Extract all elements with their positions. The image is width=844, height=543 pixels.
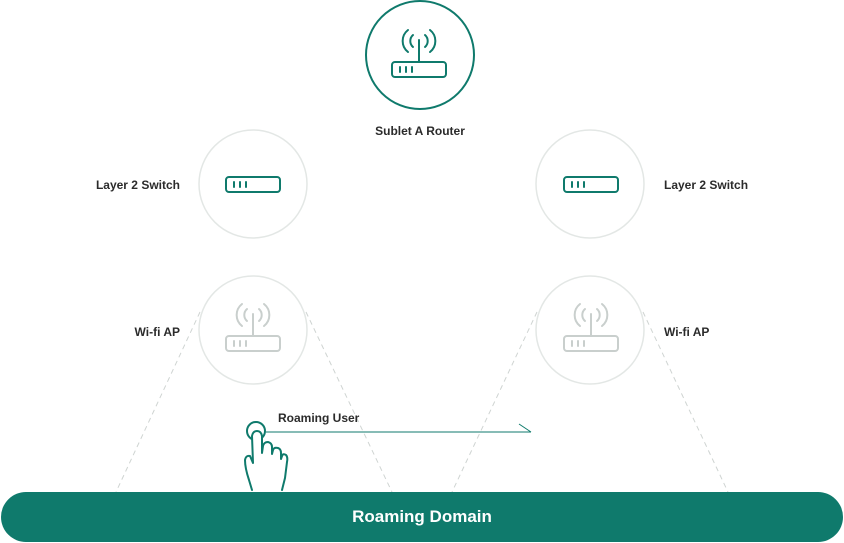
switch-right-node bbox=[535, 129, 645, 239]
roaming-domain-bar: Roaming Domain bbox=[1, 492, 843, 542]
coverage-cone-right bbox=[451, 311, 729, 493]
switch-left-node bbox=[198, 129, 308, 239]
coverage-cone-left bbox=[115, 311, 393, 493]
switch-icon bbox=[563, 176, 619, 193]
switch-left-label: Layer 2 Switch bbox=[95, 178, 180, 192]
ap-right-label: Wi-fi AP bbox=[664, 325, 710, 339]
router-node bbox=[365, 0, 475, 110]
roaming-domain-label: Roaming Domain bbox=[352, 507, 492, 526]
switch-right-label: Layer 2 Switch bbox=[664, 178, 749, 192]
roaming-arrow bbox=[266, 423, 532, 433]
ap-right-node bbox=[535, 275, 645, 385]
router-antenna-icon bbox=[391, 29, 447, 78]
wifi-ap-icon bbox=[563, 303, 619, 352]
wifi-ap-icon bbox=[225, 303, 281, 352]
roaming-user-label: Roaming User bbox=[278, 411, 360, 425]
switch-icon bbox=[225, 176, 281, 193]
ap-left-label: Wi-fi AP bbox=[134, 325, 180, 339]
ap-left-node bbox=[198, 275, 308, 385]
hand-pointer-icon bbox=[244, 421, 289, 491]
router-label: Sublet A Router bbox=[375, 124, 465, 138]
